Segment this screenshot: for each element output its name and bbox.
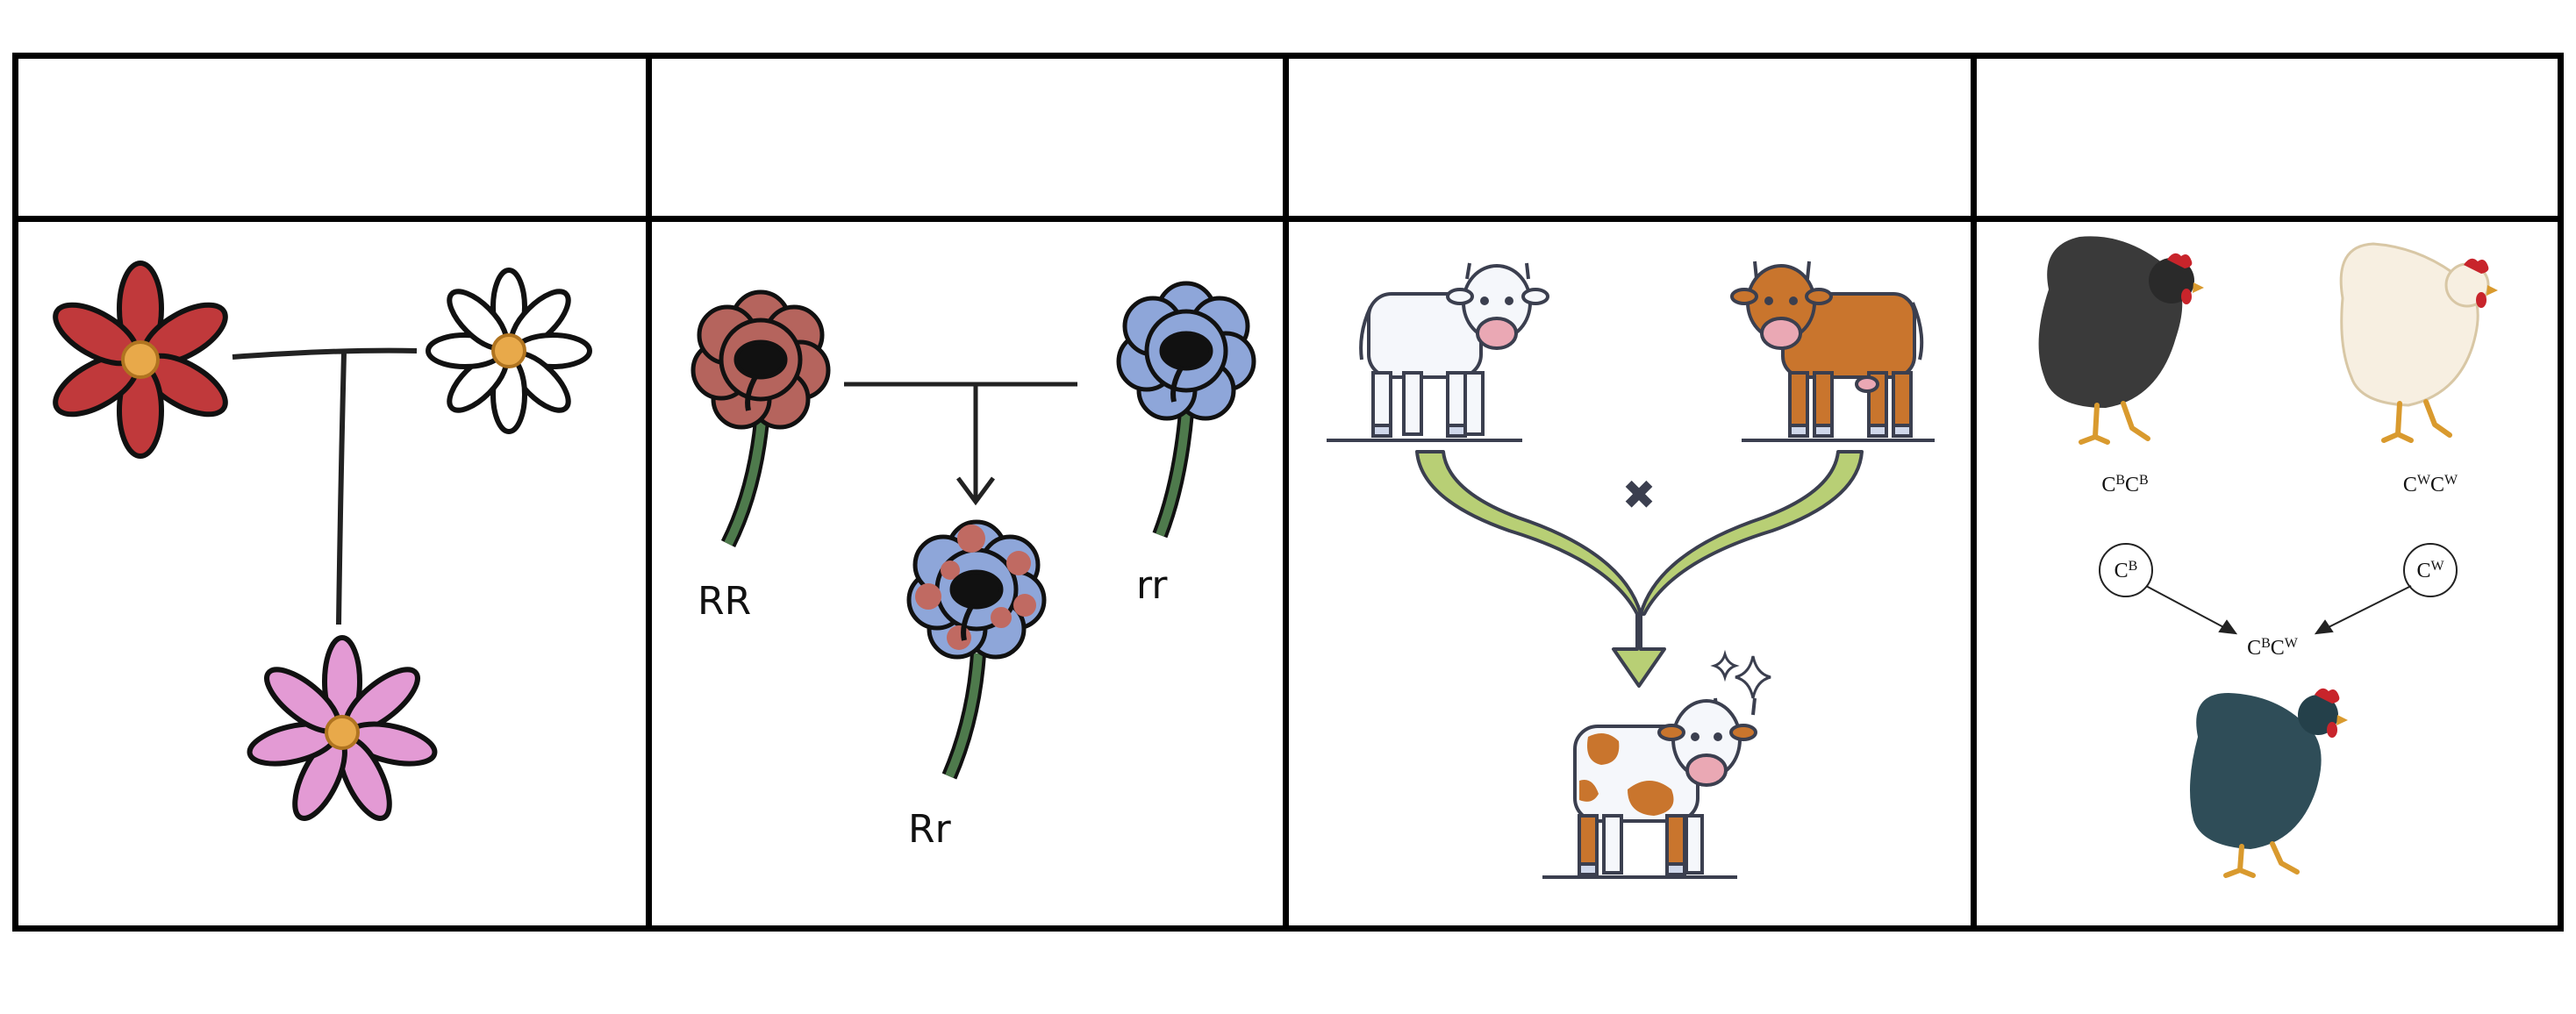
white-flower-icon [426,268,592,434]
black-hen-icon [2038,236,2204,445]
merge-arrow [1415,450,1864,688]
brown-cow-icon [1730,261,1935,442]
mottled-flower-icon [906,519,1047,780]
genotype-label-RR: RR [698,579,751,624]
allele-circle-W: CW [2403,543,2458,597]
genotype-label-rr: rr [1136,563,1168,608]
column-divider-3 [1971,53,1977,932]
column-divider-1 [646,53,652,932]
red-flower-icon [53,261,228,459]
white-cow-icon [1327,262,1549,442]
panel-flowers-codominant: RR rr [691,281,1256,852]
allele-arrows [2145,585,2412,635]
panel-flowers-simple [53,261,592,821]
white-hen-icon [2339,242,2498,443]
svg-text:CW: CW [2416,559,2444,583]
rose-flower-icon [691,289,831,548]
cross-connector [232,347,418,625]
cross-connector [844,382,1077,506]
genotype-label-white: CWCW [2403,473,2458,497]
pink-flower-icon [247,635,438,821]
spotted-cow-icon [1542,697,1757,879]
sparkle-icon [1710,649,1771,699]
panel-cows: ✖ [1327,261,1935,879]
svg-text:CB: CB [2114,559,2138,583]
blue-flower-icon [1116,281,1256,539]
blue-hen-icon [2190,688,2348,878]
allele-circle-B: CB [2099,543,2153,597]
genotype-label-offspring: CBCW [2247,636,2299,661]
genotype-label-black: CBCB [2101,473,2148,497]
genotype-label-Rr: Rr [908,807,952,852]
cross-symbol: ✖ [1622,471,1657,518]
column-divider-2 [1283,53,1289,932]
panel-chickens: CBCB CWCW CB CW CBCW [2038,236,2498,878]
